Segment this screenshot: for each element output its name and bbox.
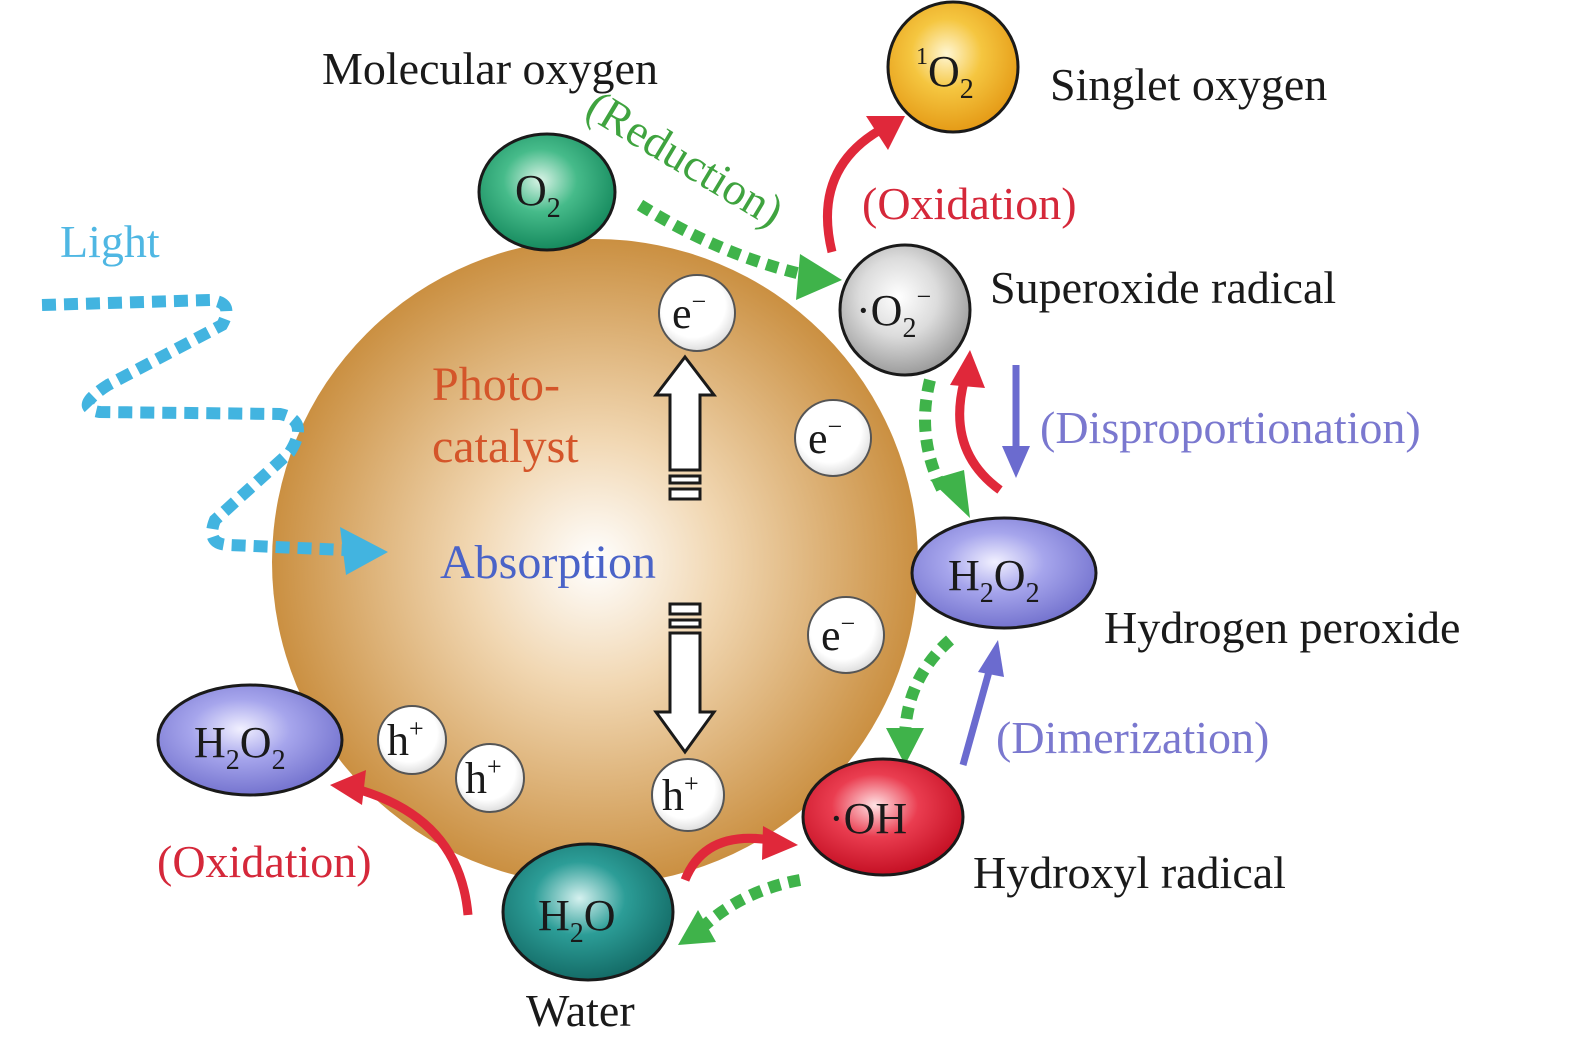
hydroxyl-radical-label: Hydroxyl radical	[973, 847, 1286, 898]
electron-top: e−	[658, 274, 736, 352]
svg-text:e−: e−	[808, 412, 842, 463]
svg-text:h+: h+	[465, 752, 502, 803]
disproportionation-violet-arrowhead	[1002, 446, 1030, 478]
superoxide-radical-molecule: ·O2−	[838, 243, 972, 377]
hole-left-1: h+	[377, 705, 447, 775]
h2o2-to-oh-arrow	[899, 635, 955, 741]
svg-text:e−: e−	[821, 609, 855, 660]
light-arrowhead	[340, 527, 388, 575]
hydrogen-peroxide-label: Hydrogen peroxide	[1104, 602, 1460, 653]
reduction-arrow	[636, 199, 807, 281]
svg-text:O2: O2	[515, 166, 561, 224]
light-wave-arrow	[41, 293, 346, 556]
svg-text:·OH: ·OH	[829, 794, 907, 843]
disproportionation-label: (Disproportionation)	[1040, 402, 1421, 453]
excitation-arrow-up	[652, 354, 718, 501]
hydroxyl-radical-molecule: ·OH	[801, 757, 965, 877]
photocatalyst-label-line1: Photo-	[432, 358, 560, 411]
water-label: Water	[526, 985, 635, 1036]
singlet-oxygen-molecule: 1O2	[886, 0, 1020, 134]
oh-to-water-arrow	[701, 874, 802, 930]
absorption-label: Absorption	[440, 536, 656, 589]
dimerization-label: (Dimerization)	[996, 712, 1269, 763]
h2o2-right-molecule: H2O2	[910, 516, 1098, 630]
disproportionation-red-arrowhead	[950, 350, 985, 388]
h2o2-left-molecule: H2O2	[156, 683, 344, 797]
svg-text:H2O: H2O	[538, 891, 616, 949]
molecular-oxygen-label: Molecular oxygen	[322, 43, 658, 94]
dimerization-violet-arrowhead	[978, 640, 1004, 677]
oxidation-top-arrowhead	[866, 116, 905, 150]
hole-left-2: h+	[455, 743, 525, 813]
photocatalyst-label-line2: catalyst	[432, 420, 579, 473]
water-to-oh-arrow	[680, 833, 771, 882]
water-to-oh-arrowhead	[762, 826, 798, 860]
reduction-arrowhead	[796, 254, 842, 300]
electron-lower: e−	[807, 596, 885, 674]
svg-text:h+: h+	[387, 714, 424, 765]
hole-bottom: h+	[651, 758, 725, 832]
oxidation-bottom-arrowhead	[330, 770, 366, 805]
electron-middle: e−	[794, 399, 872, 477]
oxidation-top-label: (Oxidation)	[862, 178, 1077, 229]
svg-text:H2O2: H2O2	[194, 718, 286, 776]
h2o2-to-oh-arrowhead	[886, 728, 924, 765]
dimerization-violet-arrow	[959, 667, 994, 766]
svg-text:H2O2: H2O2	[948, 551, 1040, 609]
water-molecule: H2O	[501, 842, 675, 982]
oxidation-bottom-arrow	[358, 785, 473, 916]
light-label: Light	[60, 216, 160, 267]
svg-text:h+: h+	[662, 769, 699, 820]
oh-to-water-arrowhead	[678, 910, 716, 945]
o2-molecule: O2	[477, 132, 617, 252]
singlet-oxygen-label: Singlet oxygen	[1050, 59, 1327, 110]
oxidation-top-arrow	[822, 126, 883, 254]
svg-text:·O2−: ·O2−	[856, 282, 931, 344]
oxidation-bottom-label: (Oxidation)	[157, 836, 372, 887]
excitation-arrow-down	[653, 602, 717, 755]
svg-text:1O2: 1O2	[916, 44, 974, 105]
disproportionation-red-arrow	[955, 376, 1003, 494]
svg-text:e−: e−	[672, 287, 706, 338]
superoxide-radical-label: Superoxide radical	[990, 262, 1336, 313]
superoxide-to-h2o2-arrowhead	[930, 470, 970, 518]
